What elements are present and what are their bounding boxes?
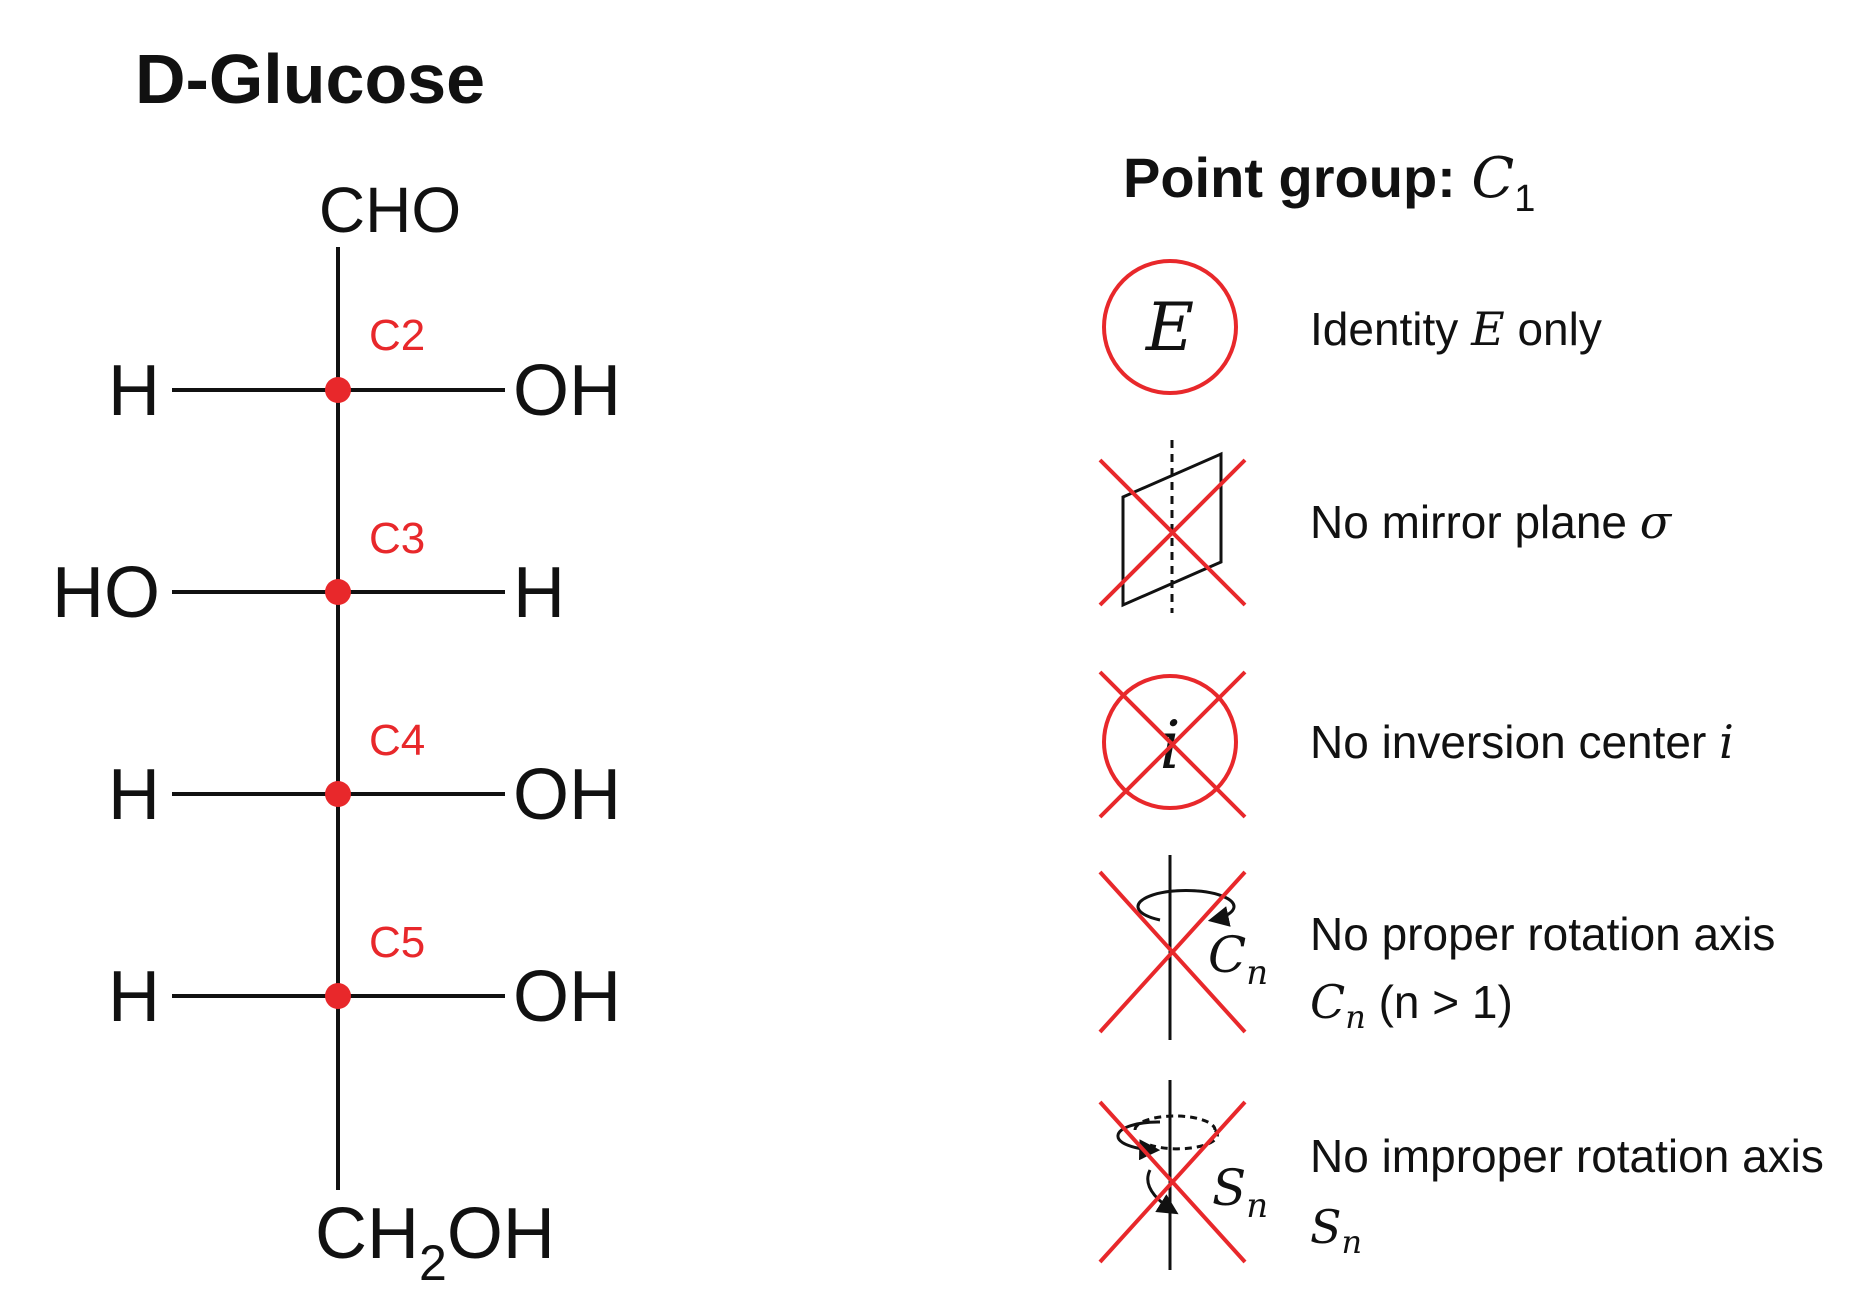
- stereocenter-dot: [325, 781, 351, 807]
- carbon-label: C2: [369, 311, 425, 360]
- element-row-improper-rotation: Sn No improper rotation axis Sn: [1098, 1080, 1824, 1270]
- proper-rotation-icon: Cn: [1098, 855, 1268, 1040]
- improper-rotation-icon: Sn: [1098, 1080, 1268, 1270]
- inversion-center-icon: i: [1098, 670, 1247, 819]
- element-description-symbol: Sn: [1310, 1200, 1362, 1261]
- right-substituent: OH: [513, 351, 621, 431]
- svg-text:Sn: Sn: [1212, 1159, 1268, 1226]
- left-substituent: HO: [52, 553, 160, 633]
- right-substituent: OH: [513, 957, 621, 1037]
- stereocenter-c2: C2 H OH: [108, 311, 621, 431]
- element-description-symbol: Cn (n > 1): [1310, 975, 1513, 1036]
- element-row-inversion-center: i No inversion center i: [1098, 670, 1734, 819]
- carbon-label: C3: [369, 514, 425, 563]
- identity-icon: E: [1102, 259, 1238, 395]
- element-description: Identity E only: [1310, 302, 1602, 356]
- stereocenter-c3: C3 HO H: [52, 514, 565, 633]
- element-description: No proper rotation axis: [1310, 908, 1775, 960]
- right-substituent: OH: [513, 755, 621, 835]
- element-row-mirror-plane: No mirror plane σ: [1098, 440, 1673, 613]
- svg-text:Cn: Cn: [1208, 926, 1268, 993]
- stereocenter-c5: C5 H OH: [108, 918, 621, 1037]
- left-substituent: H: [108, 755, 160, 835]
- svg-text:E: E: [1145, 289, 1194, 366]
- carbon-label: C4: [369, 716, 425, 765]
- top-group-label: CHO: [319, 174, 461, 246]
- left-substituent: H: [108, 957, 160, 1037]
- stereocenter-dot: [325, 579, 351, 605]
- stereocenter-dot: [325, 377, 351, 403]
- stereocenter-c4: C4 H OH: [108, 716, 621, 835]
- molecule-title: D-Glucose: [135, 40, 485, 118]
- element-row-identity: E Identity E only: [1102, 259, 1602, 395]
- element-row-proper-rotation: Cn No proper rotation axis Cn (n > 1): [1098, 855, 1775, 1040]
- left-substituent: H: [108, 351, 160, 431]
- bottom-group-label: CH2OH: [315, 1194, 555, 1291]
- element-description: No improper rotation axis: [1310, 1130, 1824, 1182]
- mirror-plane-icon: [1098, 440, 1247, 613]
- stereocenter-dot: [325, 983, 351, 1009]
- point-group-heading: Point group: C1: [1123, 146, 1535, 220]
- element-description: No mirror plane σ: [1310, 495, 1673, 549]
- carbon-label: C5: [369, 918, 425, 967]
- right-substituent: H: [513, 553, 565, 633]
- element-description: No inversion center i: [1310, 715, 1734, 769]
